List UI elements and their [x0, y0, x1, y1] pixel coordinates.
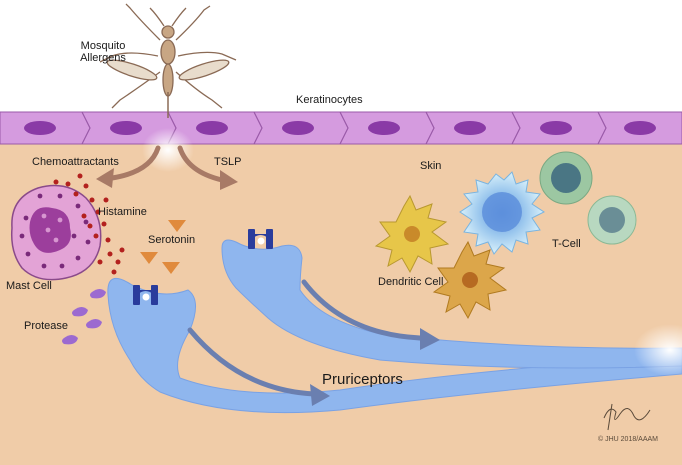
- pruriceptors-label: Pruriceptors: [322, 374, 403, 386]
- bite-glow: [142, 128, 194, 172]
- mosquito-allergens-line1: Mosquito: [68, 40, 138, 52]
- keratinocyte-layer: [0, 112, 682, 144]
- dendritic-cell-label: Dendritic Cell: [378, 276, 443, 288]
- copyright-label: © JHU 2018/AAAM: [598, 434, 658, 446]
- histamine-label: Histamine: [98, 206, 147, 218]
- t-cell-green-bottom: [588, 196, 636, 244]
- skin-label: Skin: [420, 160, 441, 172]
- keratinocytes-label: Keratinocytes: [296, 94, 363, 106]
- mast-cell-label: Mast Cell: [6, 280, 52, 292]
- mast-cell: [12, 186, 101, 280]
- mosquito-allergens-line2: Allergens: [68, 52, 138, 64]
- serotonin-label: Serotonin: [148, 234, 195, 246]
- tslp-label: TSLP: [214, 156, 242, 168]
- mosquito-allergens-label: Mosquito Allergens: [68, 40, 138, 64]
- t-cell-green-top: [540, 152, 592, 204]
- t-cell-label: T-Cell: [552, 238, 581, 250]
- protease-label: Protease: [24, 320, 68, 332]
- chemoattractants-label: Chemoattractants: [32, 156, 119, 168]
